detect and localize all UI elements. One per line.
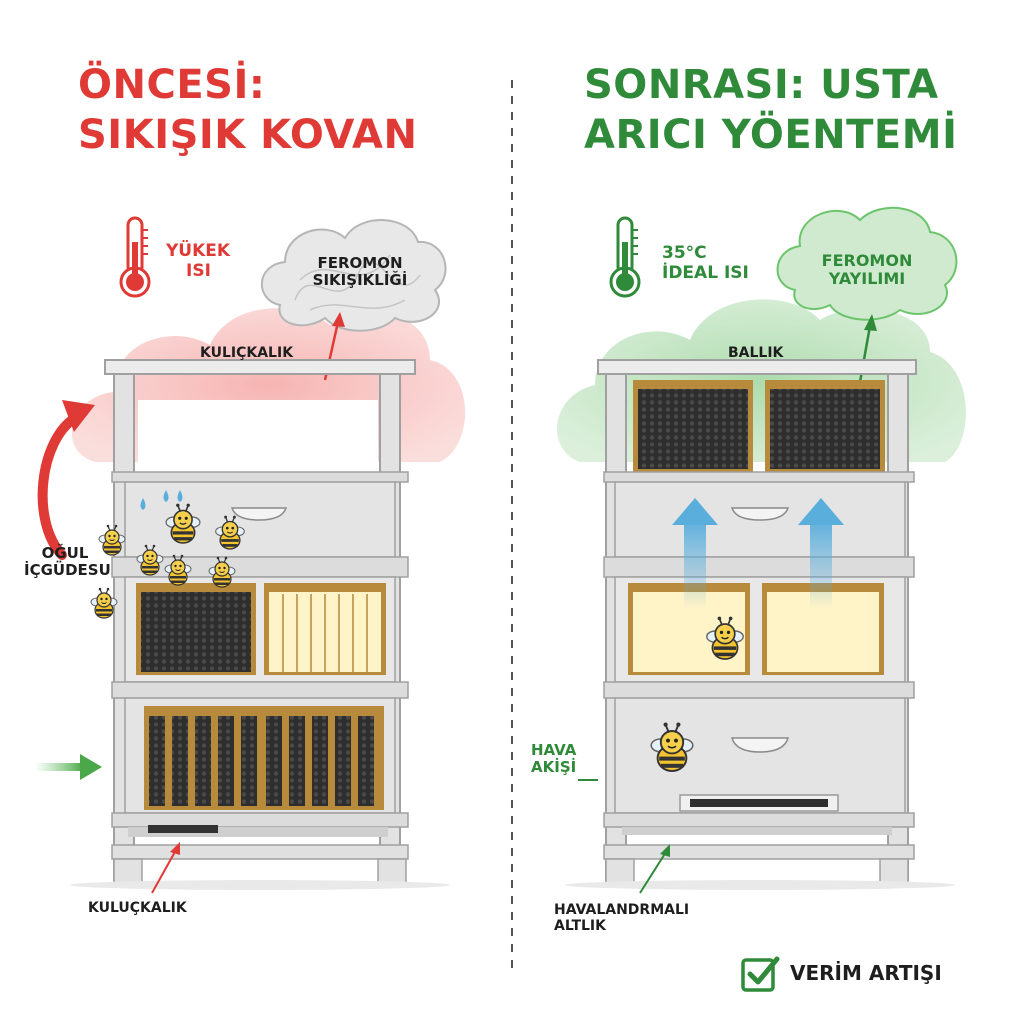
pheromone-spread-arrow-head — [864, 314, 877, 331]
bottom-pointer — [639, 851, 667, 894]
water-drop-icon — [163, 490, 169, 502]
pheromone-congestion-line1: FEROMON — [317, 254, 403, 272]
bottom-pointer — [151, 849, 177, 894]
airflow-line1: HAVA — [531, 741, 577, 759]
before-top-box-label: KULIÇKALIK — [200, 345, 294, 361]
pheromone-congestion-line2: SIKIŞIKLİĞİ — [312, 271, 408, 290]
airflow-in-arrow-head — [80, 754, 102, 780]
ventilated-base-line1: HAVALANDRMALI — [554, 902, 690, 918]
high-temperature-line2: ISI — [186, 260, 211, 281]
high-temperature-line1: YÜKEK — [166, 241, 231, 261]
airflow-label: HAVA AKİŞİ — [531, 741, 577, 777]
thermometer-icon — [119, 216, 151, 298]
yield-increase-label: VERİM ARTIŞI — [790, 961, 942, 985]
ventilated-base-label: HAVALANDRMALI ALTLIK — [554, 902, 689, 934]
ideal-temperature-line1: 35°C — [662, 243, 707, 263]
airflow-line2: AKİŞİ — [531, 758, 577, 777]
before-title-line1: ÖNCESİ: — [78, 62, 266, 108]
swarm-arrow — [37, 413, 80, 560]
before-title-line2: SIKIŞIK KOVAN — [78, 112, 418, 158]
pheromone-spread-label: FEROMON YAYILIMI — [805, 251, 929, 289]
pheromone-spread-line2: YAYILIMI — [828, 269, 906, 289]
pheromone-spread-cloud — [776, 206, 958, 321]
pheromone-congestion-label: FEROMON SIKIŞIKLİĞİ — [300, 254, 420, 290]
after-title: SONRASI: USTA ARICI YÖENTEMİ — [584, 60, 957, 160]
water-drop-icon — [140, 498, 146, 510]
swarm-instinct-label: OĞUL İÇGÜDESU — [24, 544, 111, 580]
airflow-in-arrow — [35, 763, 83, 771]
swarm-instinct-line1: OĞUL — [41, 544, 89, 562]
before-title: ÖNCESİ: SIKIŞIK KOVAN — [78, 60, 418, 160]
ideal-temperature-line2: İDEAL ISI — [662, 262, 749, 283]
swarm-instinct-line2: İÇGÜDESU — [24, 561, 111, 580]
ventilated-base-line2: ALTLIK — [554, 918, 606, 935]
hive-before — [70, 359, 450, 890]
pheromone-spread-line1: FEROMON — [821, 251, 913, 270]
after-title-line1: SONRASI: USTA — [584, 62, 939, 108]
bottom-pointer-head — [660, 844, 670, 857]
ideal-temperature-label: 35°C İDEAL ISI — [662, 243, 749, 283]
pheromone-arrow-head — [332, 312, 345, 327]
check-icon — [740, 954, 780, 994]
before-bottom-label: KULUÇKALIK — [88, 900, 187, 916]
bottom-pointer-head — [170, 842, 180, 855]
high-temperature-label: YÜKEK ISI — [166, 241, 231, 281]
airflow-up-arrow — [798, 498, 844, 608]
after-top-box-label: BALLIK — [728, 345, 784, 361]
airflow-up-arrow — [672, 498, 718, 608]
thermometer-icon — [609, 216, 641, 298]
after-title-line2: ARICI YÖENTEMİ — [584, 112, 958, 158]
water-drop-icon — [177, 490, 183, 502]
swarm-arrow-head — [62, 400, 95, 432]
hive-after — [565, 359, 955, 890]
